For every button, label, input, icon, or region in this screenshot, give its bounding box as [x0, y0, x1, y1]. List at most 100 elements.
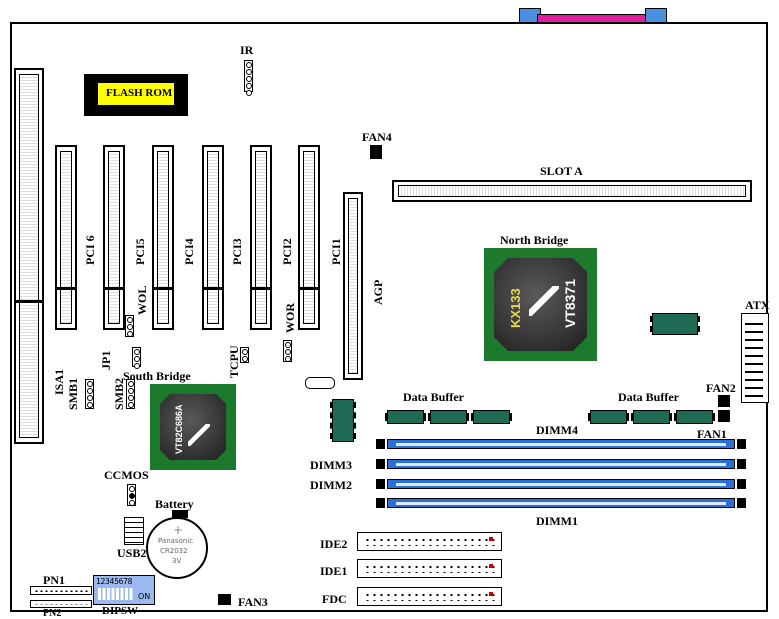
- pn2-header: [30, 600, 92, 608]
- pci4-label: PCI4: [182, 238, 196, 265]
- ide2-label: IDE2: [320, 537, 348, 551]
- dimm3-label: DIMM3: [310, 458, 352, 472]
- ir-label: IR: [240, 43, 254, 57]
- wor-header: [283, 340, 292, 362]
- ide2-connector: [357, 532, 502, 551]
- pn1-header: [30, 586, 92, 595]
- battery-model: CR2032: [160, 547, 188, 555]
- fan3-connector: [218, 594, 231, 605]
- pci6-slot: [55, 145, 77, 330]
- dimm4-label: DIMM4: [536, 423, 578, 437]
- pci1-label: PCI1: [329, 238, 343, 265]
- dimm2-slot: [376, 479, 746, 489]
- fan1-label: FAN1: [697, 427, 727, 441]
- pci3-label: PCI3: [230, 238, 244, 265]
- fdc-pin1-marker: [489, 592, 493, 596]
- sb-chip-label: VT82C686A: [174, 404, 184, 454]
- fan2-connector: [718, 395, 730, 407]
- flash-rom-label: FLASH ROM: [106, 87, 173, 99]
- ccmos-label: CCMOS: [104, 468, 149, 482]
- agp-label: AGP: [371, 279, 385, 305]
- data-buffer-2-label: Data Buffer: [618, 390, 679, 404]
- pci5-slot: [103, 145, 125, 330]
- usb2-header: [124, 517, 144, 545]
- south-bridge-chip: VT82C686A: [150, 384, 236, 470]
- dimm2-label: DIMM2: [310, 478, 352, 492]
- fdc-connector: [357, 587, 502, 606]
- capacitor-component: [305, 377, 335, 389]
- motherboard-outline: [10, 22, 768, 612]
- battery-volt: 3V: [172, 557, 182, 565]
- nb-chip-line1: VT8371: [562, 278, 578, 328]
- pci3-slot: [202, 145, 224, 330]
- ide1-connector: [357, 559, 502, 578]
- fan4-label: FAN4: [362, 130, 392, 144]
- dip-switch-on-label: ON: [138, 592, 151, 601]
- data-buffer-2-chip-a: [588, 410, 629, 424]
- dimm3-slot: [376, 459, 746, 469]
- via-logo-icon: [529, 286, 559, 316]
- data-buffer-1-chip-a: [385, 410, 426, 424]
- isa1-slot: [14, 68, 44, 444]
- smb2-header: [126, 379, 135, 409]
- flash-rom-chip: FLASH ROM: [84, 74, 188, 116]
- north-bridge-chip: VT8371 KX133: [484, 248, 597, 361]
- dip-switch[interactable]: 12345678 ON: [93, 575, 155, 605]
- dimm1-label: DIMM1: [536, 514, 578, 528]
- fdc-label: FDC: [322, 592, 347, 606]
- wor-label: WOR: [283, 303, 297, 333]
- via-logo-icon-2: [188, 424, 210, 446]
- data-buffer-2-chip-b: [631, 410, 672, 424]
- atx-label: ATX: [745, 298, 770, 312]
- usb2-label: USB2: [117, 546, 147, 560]
- ide1-label: IDE1: [320, 564, 348, 578]
- agp-slot: [343, 192, 363, 380]
- dimm1-slot: [376, 498, 746, 508]
- fan1-connector: [718, 410, 730, 422]
- wol-label: WOL: [135, 285, 149, 315]
- dipsw-label: DIPSW: [102, 605, 139, 617]
- south-bridge-label: South Bridge: [123, 369, 191, 383]
- pn1-label: PN1: [43, 573, 65, 587]
- smb1-label: SMB1: [66, 377, 80, 410]
- clock-generator-chip: [650, 313, 700, 335]
- fan2-label: FAN2: [706, 381, 736, 395]
- pci4-slot: [152, 145, 174, 330]
- pci6-label: PCI 6: [83, 235, 97, 265]
- pn2-label: PN2: [43, 608, 62, 619]
- tcpu-header: [240, 347, 249, 363]
- battery-cell: + Panasonic CR2032 3V: [146, 517, 208, 579]
- ir-header: [244, 60, 253, 96]
- battery-label: Battery: [155, 497, 194, 511]
- data-buffer-2-chip-c: [674, 410, 715, 424]
- tcpu-label: TCPU: [227, 345, 241, 378]
- battery-plus-icon: +: [173, 523, 184, 537]
- pci2-label: PCI2: [280, 238, 294, 265]
- jp1-label: JP1: [99, 350, 113, 370]
- data-buffer-1-chip-c: [471, 410, 512, 424]
- fan4-connector: [370, 145, 382, 159]
- battery-holder: [172, 510, 188, 518]
- isa1-label: ISA1: [52, 368, 66, 395]
- pci1-slot: [298, 145, 320, 330]
- smb1-header: [85, 379, 94, 409]
- battery-brand: Panasonic: [158, 537, 194, 545]
- slot-a-label: SLOT A: [540, 164, 583, 178]
- north-bridge-label: North Bridge: [500, 233, 569, 247]
- smb2-label: SMB2: [112, 377, 126, 410]
- pci5-label: PCI5: [133, 238, 147, 265]
- data-buffer-1-label: Data Buffer: [403, 390, 464, 404]
- dip-switch-numbers: 12345678: [96, 577, 133, 586]
- pci2-slot: [250, 145, 272, 330]
- fan3-label: FAN3: [238, 595, 268, 609]
- dimm4-slot: [376, 439, 746, 449]
- data-buffer-1-chip-b: [428, 410, 469, 424]
- memory-controller-chip: [330, 399, 356, 442]
- ccmos-jumper: [127, 484, 136, 506]
- wol-header: [125, 315, 134, 337]
- slot-a: [392, 180, 752, 202]
- atx-power-connector: [741, 313, 769, 403]
- nb-chip-line2: KX133: [508, 288, 523, 328]
- ide2-pin1-marker: [489, 537, 493, 541]
- jp1-jumper: [132, 347, 141, 369]
